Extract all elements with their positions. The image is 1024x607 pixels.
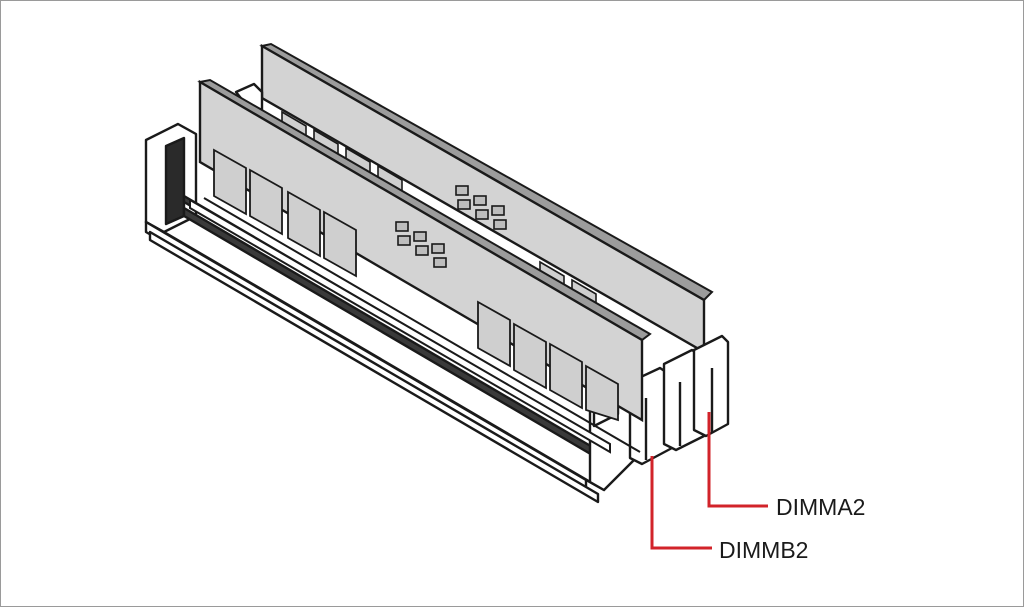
leader-line-dimmb2: [650, 456, 712, 550]
front-module-chips-left: [213, 148, 357, 278]
label-dimma2: DIMMA2: [776, 494, 865, 520]
back-module-register-chips: [455, 185, 507, 230]
callout-leaders: [650, 412, 768, 550]
label-dimmb2: DIMMB2: [719, 537, 808, 563]
front-module-chips-right: [477, 300, 619, 422]
front-module-register-chips: [395, 221, 447, 268]
memory-module-front: [189, 78, 652, 454]
leader-line-dimma2: [707, 412, 768, 508]
